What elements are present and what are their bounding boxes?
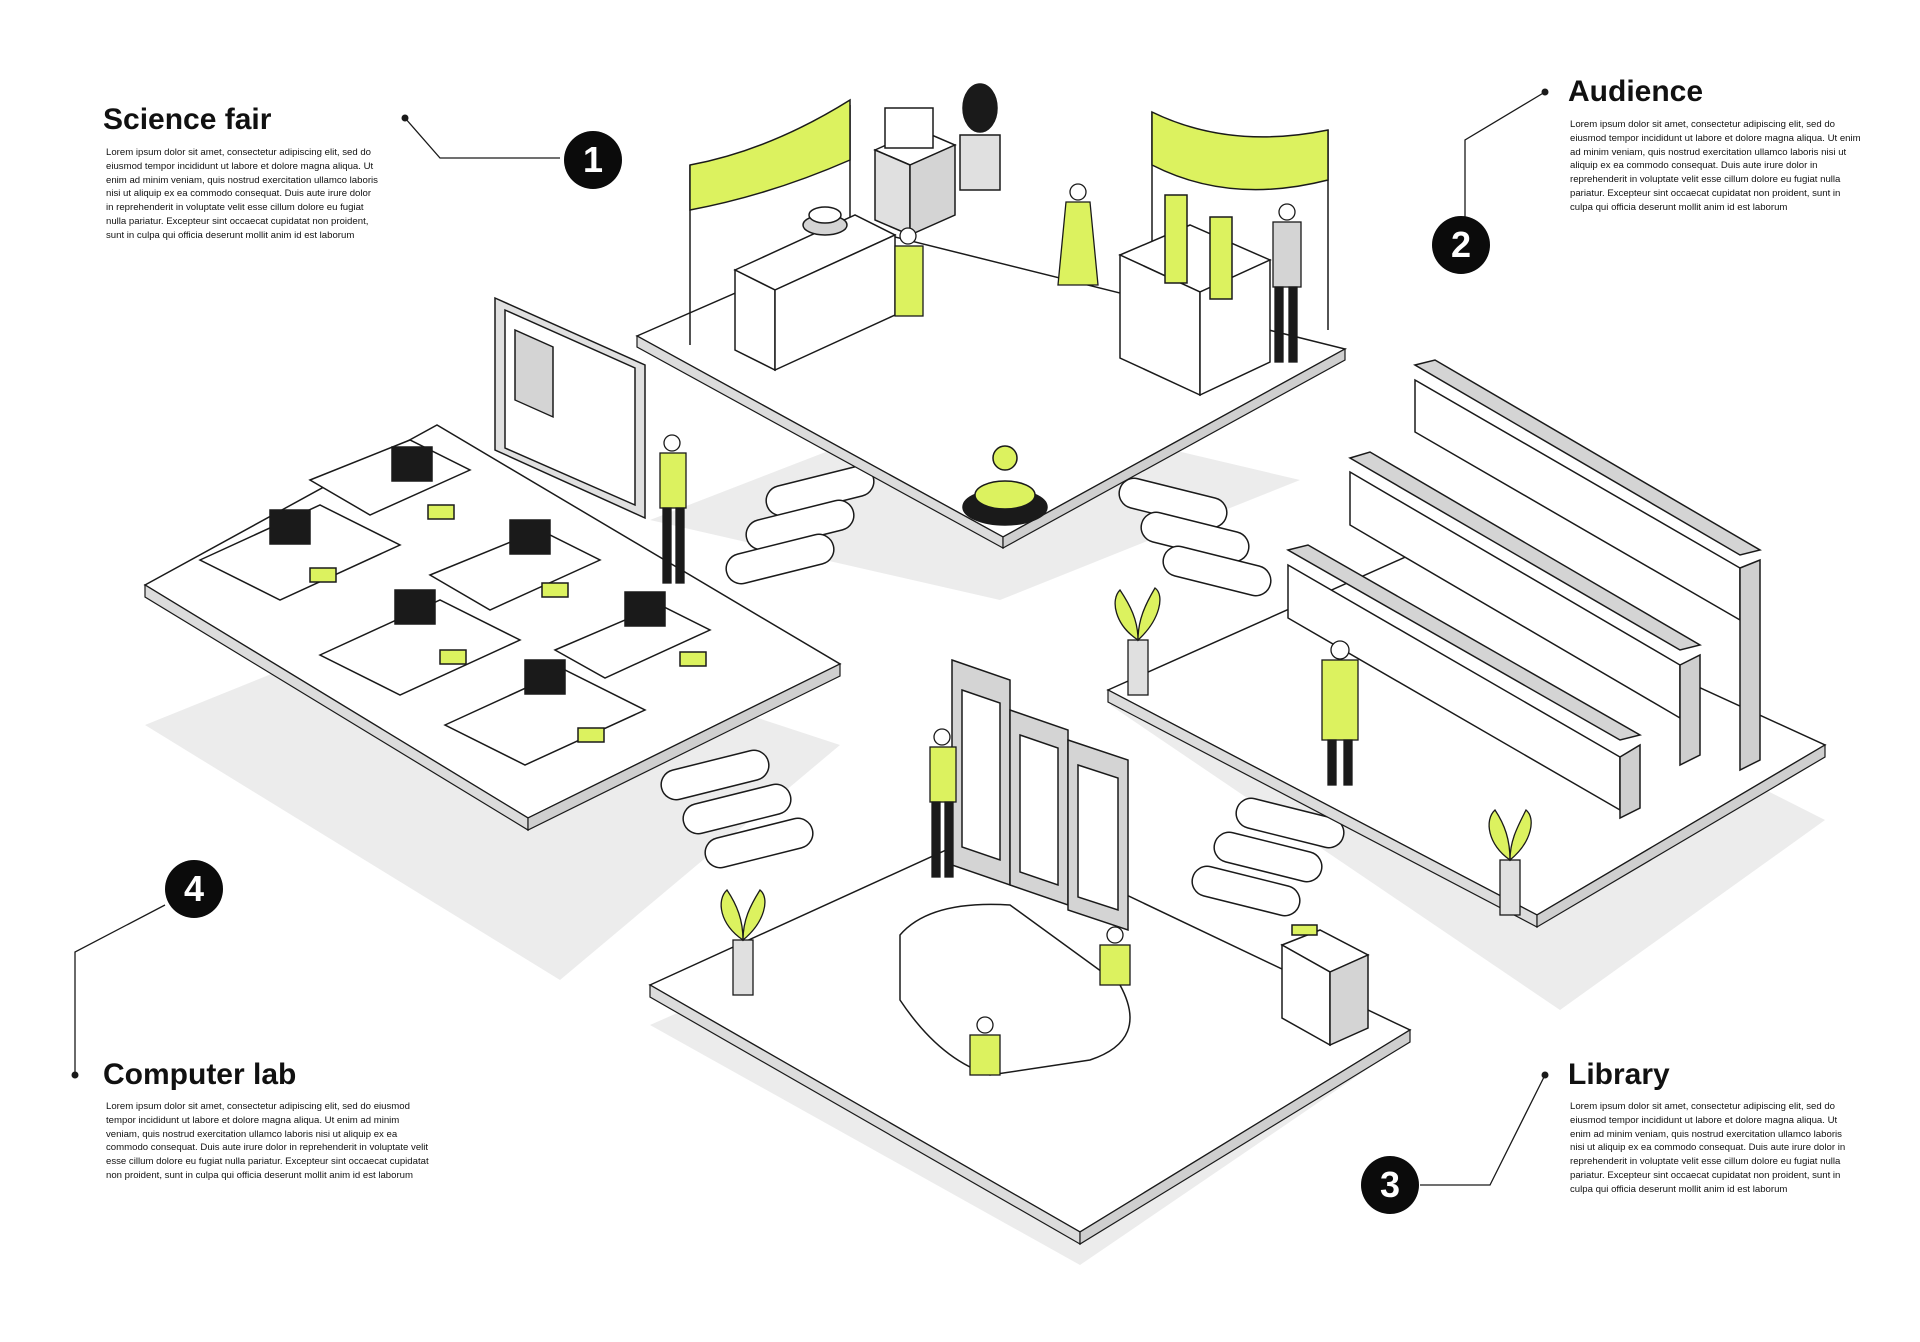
section-title-audience: Audience: [1568, 75, 1704, 108]
section-body-library: Lorem ipsum dolor sit amet, consectetur …: [1570, 1101, 1846, 1195]
section-title-computer-lab: Computer lab: [103, 1058, 297, 1091]
connector-2: [1464, 91, 1546, 220]
platform-audience: [1106, 554, 1827, 929]
connector-3: [1420, 1074, 1546, 1186]
person-lecturer: [1321, 640, 1359, 786]
person-fair-visitor-1: [1057, 183, 1099, 286]
library-table: [899, 903, 1131, 1076]
callout-connectors: [74, 91, 1546, 1186]
people: [659, 183, 1359, 1076]
person-reader-1: [969, 1016, 1001, 1076]
audience-rows: [1286, 359, 1762, 820]
library-printer: [1280, 924, 1370, 1047]
person-fair-exhibitor: [1272, 203, 1302, 363]
person-reader-2: [1099, 926, 1131, 986]
section-number-badge-4: 4: [165, 860, 223, 918]
callout-dots: [71, 88, 1549, 1079]
library-shelves: [951, 658, 1129, 932]
connector-1: [404, 117, 560, 159]
section-body-audience: Lorem ipsum dolor sit amet, consectetur …: [1570, 119, 1861, 213]
walkway-steps: [660, 465, 1345, 917]
connector-4: [74, 904, 166, 1075]
person-teacher-board: [659, 434, 687, 584]
section-body-science-fair: Lorem ipsum dolor sit amet, consectetur …: [106, 147, 378, 241]
computer-lab-board: [494, 296, 646, 520]
section-number-badge-1: 1: [564, 131, 622, 189]
person-fair-visitor-2: [894, 227, 924, 317]
section-number-badge-2: 2: [1432, 216, 1490, 274]
person-librarian: [929, 728, 957, 878]
science-fair-booths: [689, 83, 1329, 526]
section-number-badge-3: 3: [1361, 1156, 1419, 1214]
potted-plants: [720, 587, 1532, 996]
section-title-library: Library: [1568, 1058, 1670, 1091]
section-body-computer-lab: Lorem ipsum dolor sit amet, consectetur …: [106, 1101, 429, 1181]
section-title-science-fair: Science fair: [103, 103, 272, 136]
computer-lab-desks: [198, 439, 712, 766]
